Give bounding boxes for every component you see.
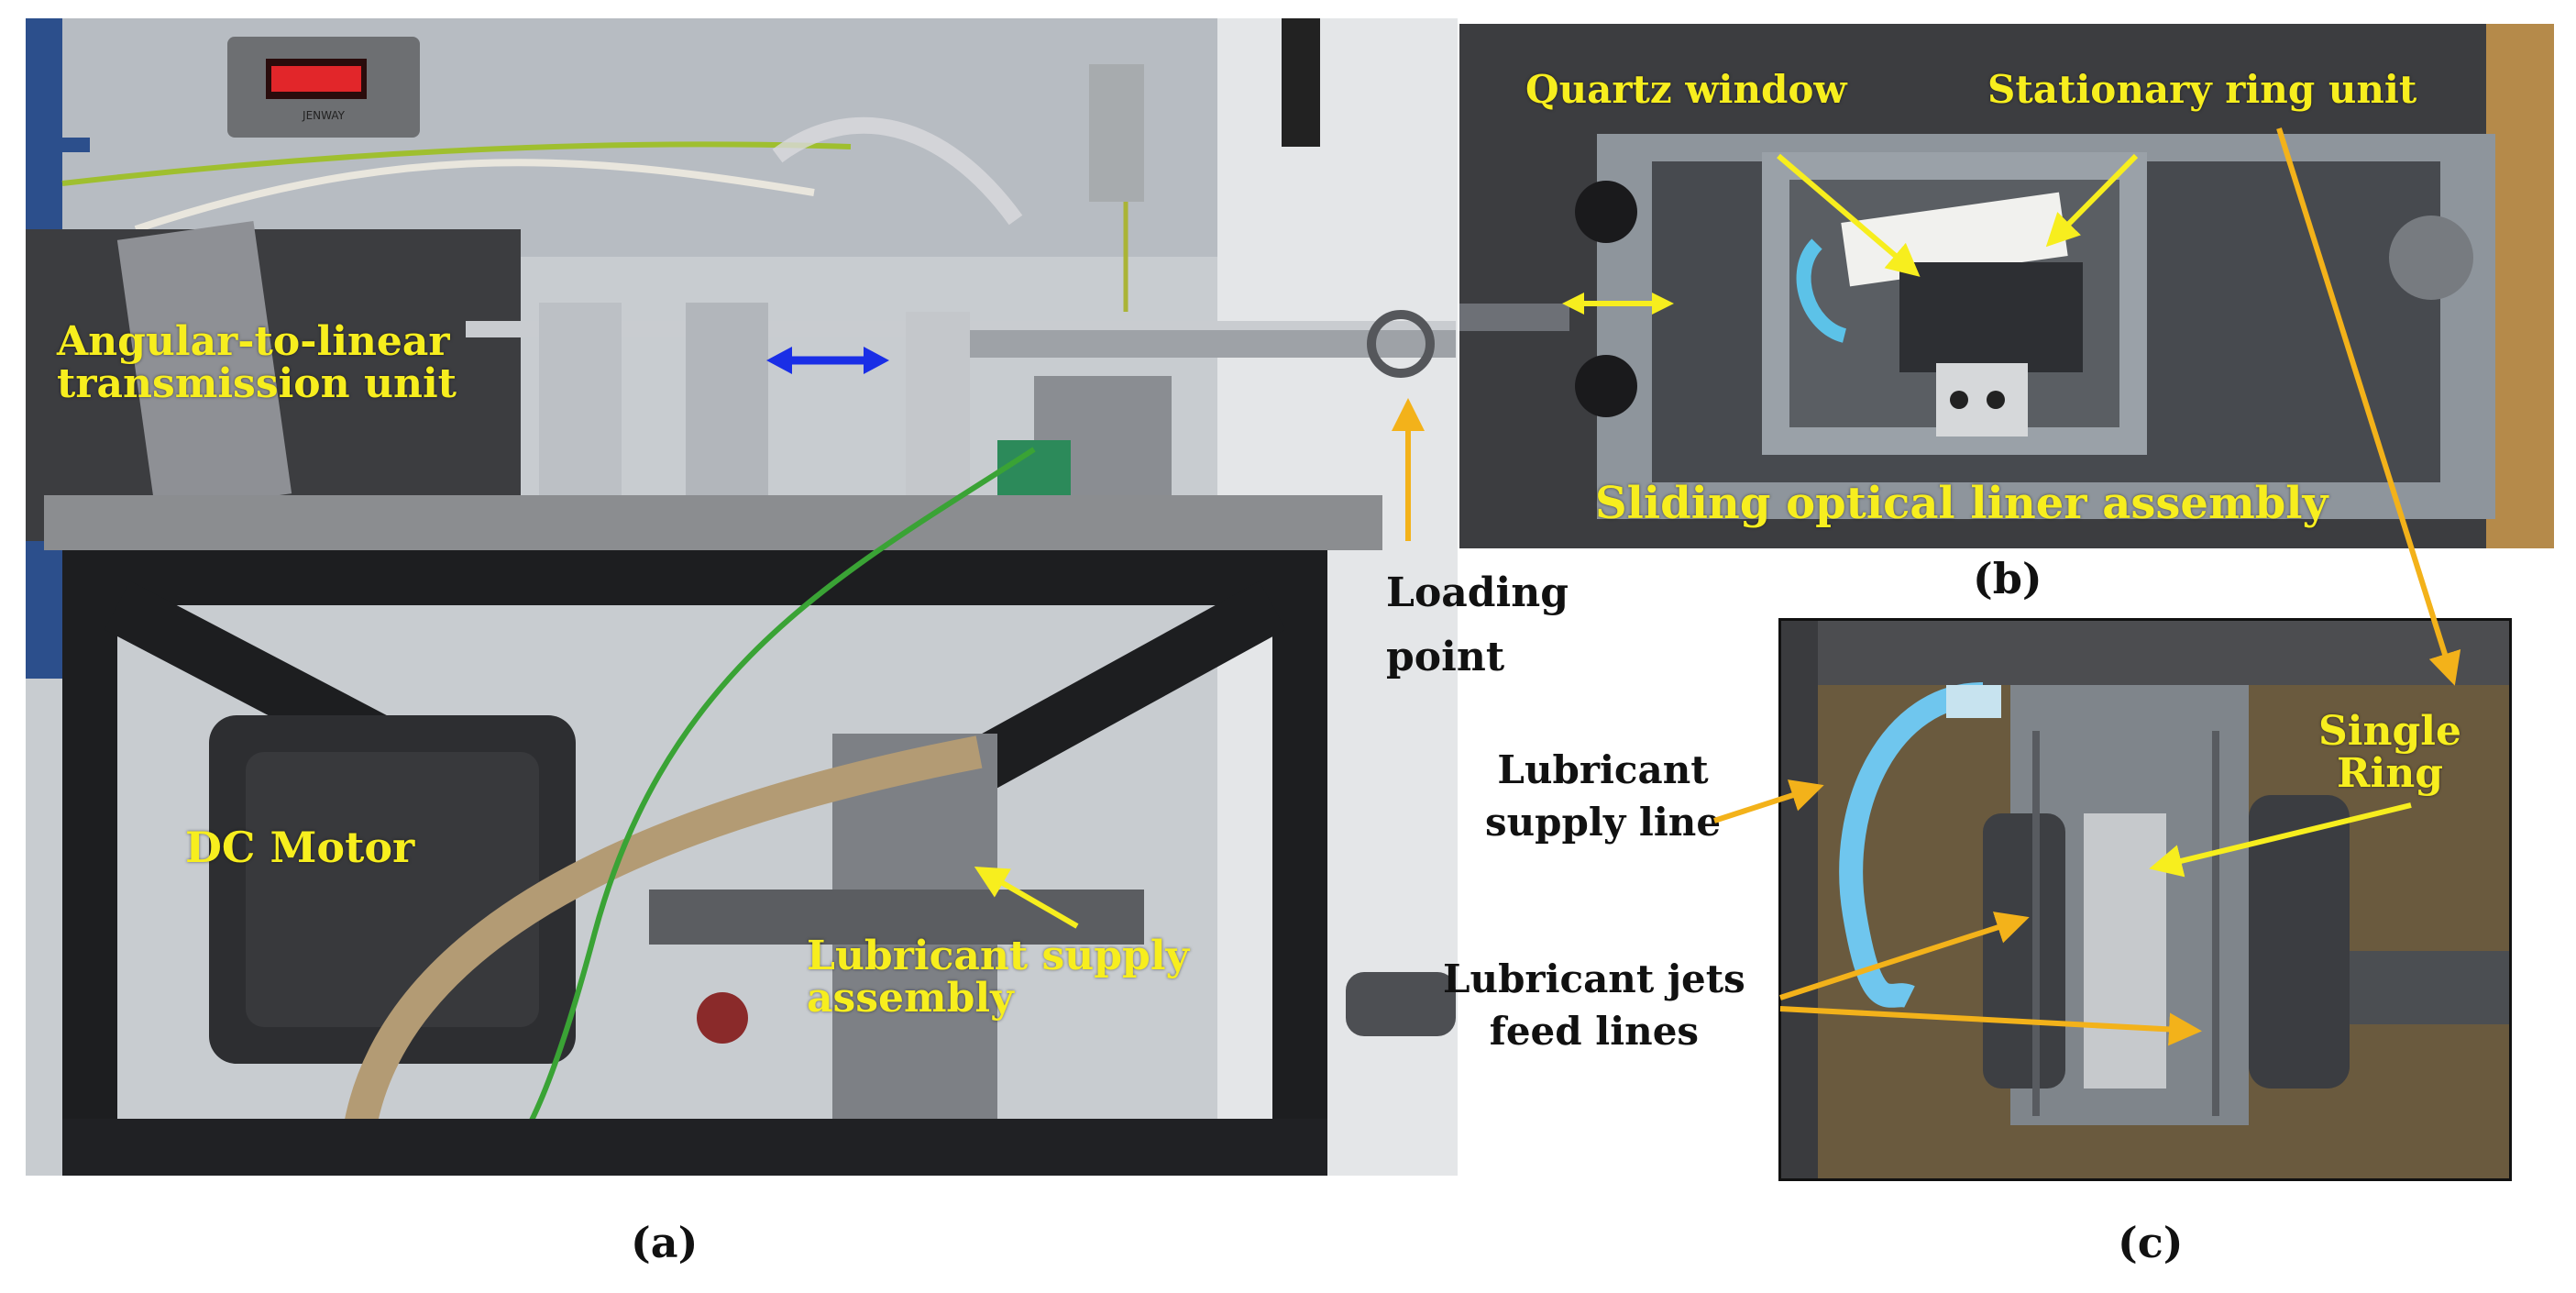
- label-lubricant-jets: Lubricant jets feed lines: [1443, 956, 1745, 1054]
- label-quartz-window: Quartz window: [1525, 67, 1847, 112]
- label-loading-point: Loading point: [1386, 569, 1569, 681]
- panel-b-photo: Quartz window Stationary ring unit Slidi…: [1459, 24, 2554, 548]
- label-lubricant-supply-line: Lubricant supply line: [1485, 747, 1722, 845]
- single-ring-photo: [1781, 621, 2509, 1178]
- label-transmission-unit: Angular-to-linear transmission unit: [57, 318, 457, 408]
- motion-double-arrow-icon: [766, 347, 889, 374]
- panel-a-photo: JENWAY: [26, 18, 1458, 1176]
- svg-text:JENWAY: JENWAY: [302, 109, 346, 122]
- slide-double-arrow-icon: [1562, 293, 1674, 315]
- test-rig-photo: JENWAY: [26, 18, 1458, 1176]
- label-dc-motor: DC Motor: [185, 823, 415, 872]
- label-sliding-optical-liner: Sliding optical liner assembly: [1595, 478, 2328, 529]
- label-single-ring: Single Ring: [2318, 708, 2461, 798]
- digital-display: JENWAY: [227, 37, 420, 138]
- caption-c: (c): [2118, 1218, 2184, 1267]
- label-lubricant-supply-assembly: Lubricant supply assembly: [807, 933, 1190, 1022]
- panel-c-photo: Single Ring: [1778, 618, 2512, 1181]
- caption-a: (a): [631, 1218, 699, 1267]
- caption-b: (b): [1973, 554, 2042, 603]
- label-stationary-ring-unit: Stationary ring unit: [1987, 67, 2417, 112]
